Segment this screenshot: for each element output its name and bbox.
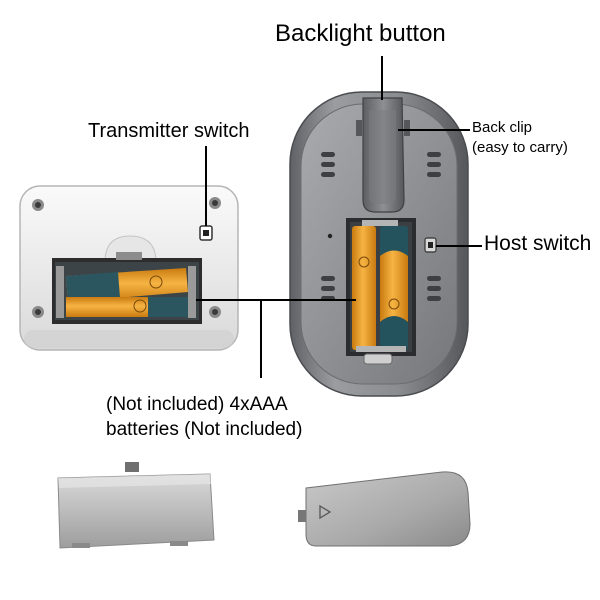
back-clip-label-line2: (easy to carry) — [472, 139, 568, 156]
back-clip-label: Back clip (easy to carry) — [472, 118, 568, 158]
transmitter-battery-cover — [57, 462, 215, 549]
host-battery-cover — [298, 471, 471, 547]
host-unit — [289, 91, 469, 397]
batteries-label-line1: (Not included) 4xAAA — [106, 394, 288, 415]
transmitter-switch-label: Transmitter switch — [88, 120, 250, 142]
batteries-label-line2: batteries (Not included) — [106, 419, 303, 440]
back-clip-label-line1: Back clip — [472, 119, 533, 136]
batteries-label: (Not included) 4xAAA batteries (Not incl… — [106, 392, 302, 442]
host-switch-label: Host switch — [484, 232, 592, 255]
backlight-button-label: Backlight button — [275, 20, 446, 47]
callout-lines — [196, 56, 482, 378]
transmitter-unit — [19, 185, 239, 351]
